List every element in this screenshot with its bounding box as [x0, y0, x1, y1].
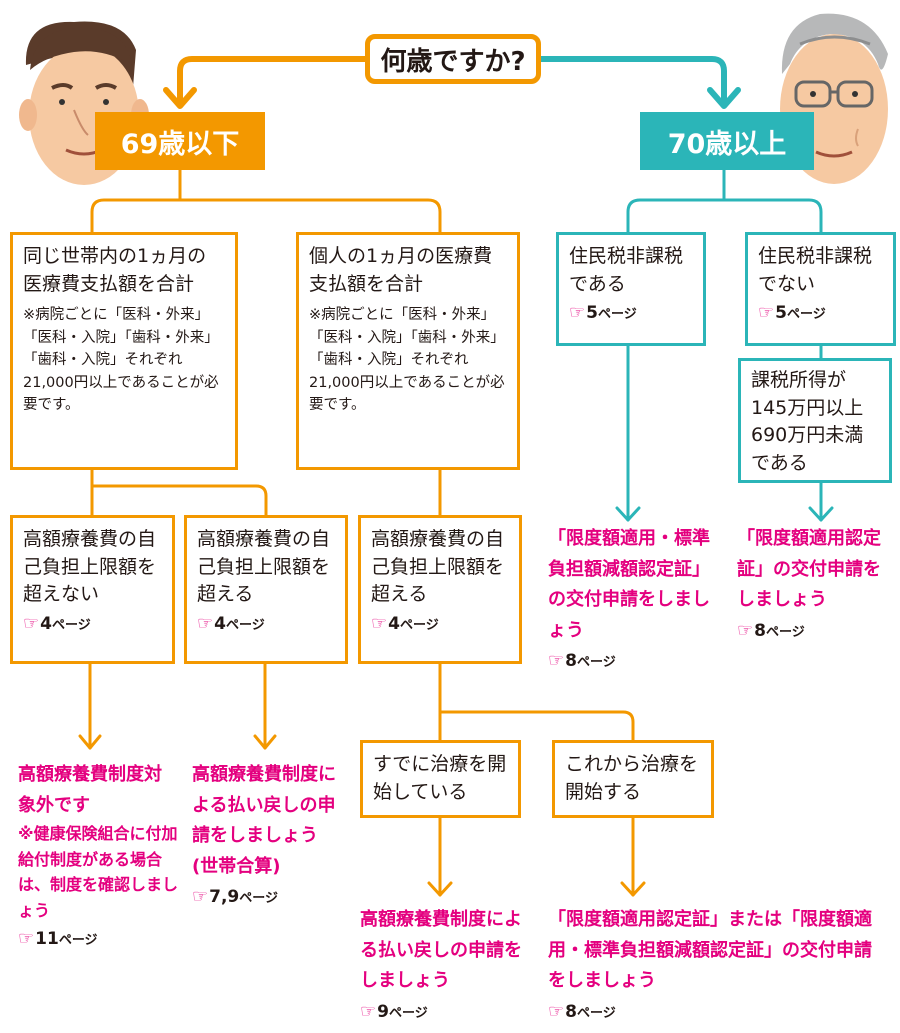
result-limit-cert-text: 「限度額適用認定証」の交付申請をしましょう	[737, 528, 881, 611]
will-treat-box: これから治療を開始する	[552, 740, 714, 818]
result-not-covered-note: ※健康保険組合に付加給付制度がある場合は、制度を確認しましょう	[18, 824, 179, 920]
hand-pointing-icon: ☞	[197, 612, 214, 634]
hand-pointing-icon: ☞	[192, 886, 209, 908]
exceed-limit-box-individual: 高額療養費の自己負担上限額を超える ☞4ページ	[358, 515, 522, 664]
exceed-limit-text-individual: 高額療養費の自己負担上限額を超える	[371, 528, 505, 606]
age-69-under-badge: 69歳以下	[95, 112, 265, 170]
not-exceed-limit-text: 高額療養費の自己負担上限額を超えない	[23, 528, 157, 606]
exceed-limit-text-household: 高額療養費の自己負担上限額を超える	[197, 528, 331, 606]
taxable-income-box: 課税所得が145万円以上690万円未満である	[738, 358, 892, 483]
not-exceed-limit-box: 高額療養費の自己負担上限額を超えない ☞4ページ	[10, 515, 175, 664]
younger-man-icon	[19, 21, 149, 185]
hand-pointing-icon: ☞	[548, 1000, 565, 1022]
result-cert-application-text: 「限度額適用認定証」または「限度額適用・標準負担額減額認定証」の交付申請をしまし…	[548, 909, 872, 992]
page-ref-8c: ☞8ページ	[548, 1000, 616, 1022]
individual-total-note: ※病院ごとに「医科・外来」「医科・入院」「歯科・外来」「歯科・入院」それぞれ21…	[309, 307, 505, 413]
hand-pointing-icon: ☞	[569, 302, 586, 324]
age-70-over-badge: 70歳以上	[640, 112, 814, 170]
result-reduced-cert: 「限度額適用・標準負担額減額認定証」の交付申請をしましょう ☞8ページ	[548, 524, 718, 677]
page-ref-9: ☞9ページ	[360, 1000, 428, 1022]
hand-pointing-icon: ☞	[23, 612, 40, 634]
hand-pointing-icon: ☞	[18, 927, 35, 949]
tax-not-exempt-text: 住民税非課税でない	[758, 245, 873, 295]
already-treating-text: すでに治療を開始している	[373, 753, 507, 803]
already-treating-box: すでに治療を開始している	[360, 740, 521, 818]
hand-pointing-icon: ☞	[737, 619, 754, 641]
tax-not-exempt-box: 住民税非課税でない ☞5ページ	[745, 232, 896, 346]
hand-pointing-icon: ☞	[360, 1000, 377, 1022]
page-ref-11: ☞11ページ	[18, 927, 98, 949]
result-not-covered-text: 高額療養費制度対象外です	[18, 764, 162, 816]
result-not-covered: 高額療養費制度対象外です ※健康保険組合に付加給付制度がある場合は、制度を確認し…	[18, 760, 178, 954]
page-ref-5a: ☞5ページ	[569, 302, 637, 324]
taxable-income-text: 課税所得が145万円以上690万円未満である	[751, 369, 864, 474]
hand-pointing-icon: ☞	[758, 302, 775, 324]
age-70-over-label: 70歳以上	[667, 128, 787, 160]
page-ref-7-9: ☞7,9ページ	[192, 886, 279, 908]
result-refund-individual-text: 高額療養費制度による払い戻しの申請をしましょう	[360, 909, 522, 992]
page-ref-4a: ☞4ページ	[23, 612, 91, 634]
hand-pointing-icon: ☞	[371, 612, 388, 634]
household-total-box: 同じ世帯内の1ヵ月の医療費支払額を合計 ※病院ごとに「医科・外来」「医科・入院」…	[10, 232, 238, 470]
page-ref-4b: ☞4ページ	[197, 612, 265, 634]
page-ref-8b: ☞8ページ	[737, 619, 805, 641]
result-limit-cert: 「限度額適用認定証」の交付申請をしましょう ☞8ページ	[737, 524, 897, 646]
age-question: 何歳ですか?	[365, 34, 541, 84]
page-ref-5b: ☞5ページ	[758, 302, 826, 324]
older-man-icon	[780, 13, 888, 184]
household-total-note: ※病院ごとに「医科・外来」「医科・入院」「歯科・外来」「歯科・入院」それぞれ21…	[23, 307, 219, 413]
exceed-limit-box-household: 高額療養費の自己負担上限額を超える ☞4ページ	[184, 515, 348, 664]
tax-exempt-box: 住民税非課税である ☞5ページ	[556, 232, 706, 346]
individual-total-title: 個人の1ヵ月の医療費支払額を合計	[309, 245, 493, 295]
result-cert-application: 「限度額適用認定証」または「限度額適用・標準負担額減額認定証」の交付申請をしまし…	[548, 905, 873, 1027]
individual-total-box: 個人の1ヵ月の医療費支払額を合計 ※病院ごとに「医科・外来」「医科・入院」「歯科…	[296, 232, 520, 470]
age-question-text: 何歳ですか?	[380, 46, 526, 77]
result-refund-household: 高額療養費制度による払い戻しの申請をしましょう(世帯合算) ☞7,9ページ	[192, 760, 344, 913]
household-total-title: 同じ世帯内の1ヵ月の医療費支払額を合計	[23, 245, 207, 295]
result-refund-household-text: 高額療養費制度による払い戻しの申請をしましょう(世帯合算)	[192, 764, 336, 877]
will-treat-text: これから治療を開始する	[565, 753, 699, 803]
page-ref-8a: ☞8ページ	[548, 650, 616, 672]
tax-exempt-text: 住民税非課税である	[569, 245, 684, 295]
page-ref-4c: ☞4ページ	[371, 612, 439, 634]
result-reduced-cert-text: 「限度額適用・標準負担額減額認定証」の交付申請をしましょう	[548, 528, 710, 641]
result-refund-individual: 高額療養費制度による払い戻しの申請をしましょう ☞9ページ	[360, 905, 530, 1027]
hand-pointing-icon: ☞	[548, 650, 565, 672]
age-69-under-label: 69歳以下	[120, 128, 240, 160]
